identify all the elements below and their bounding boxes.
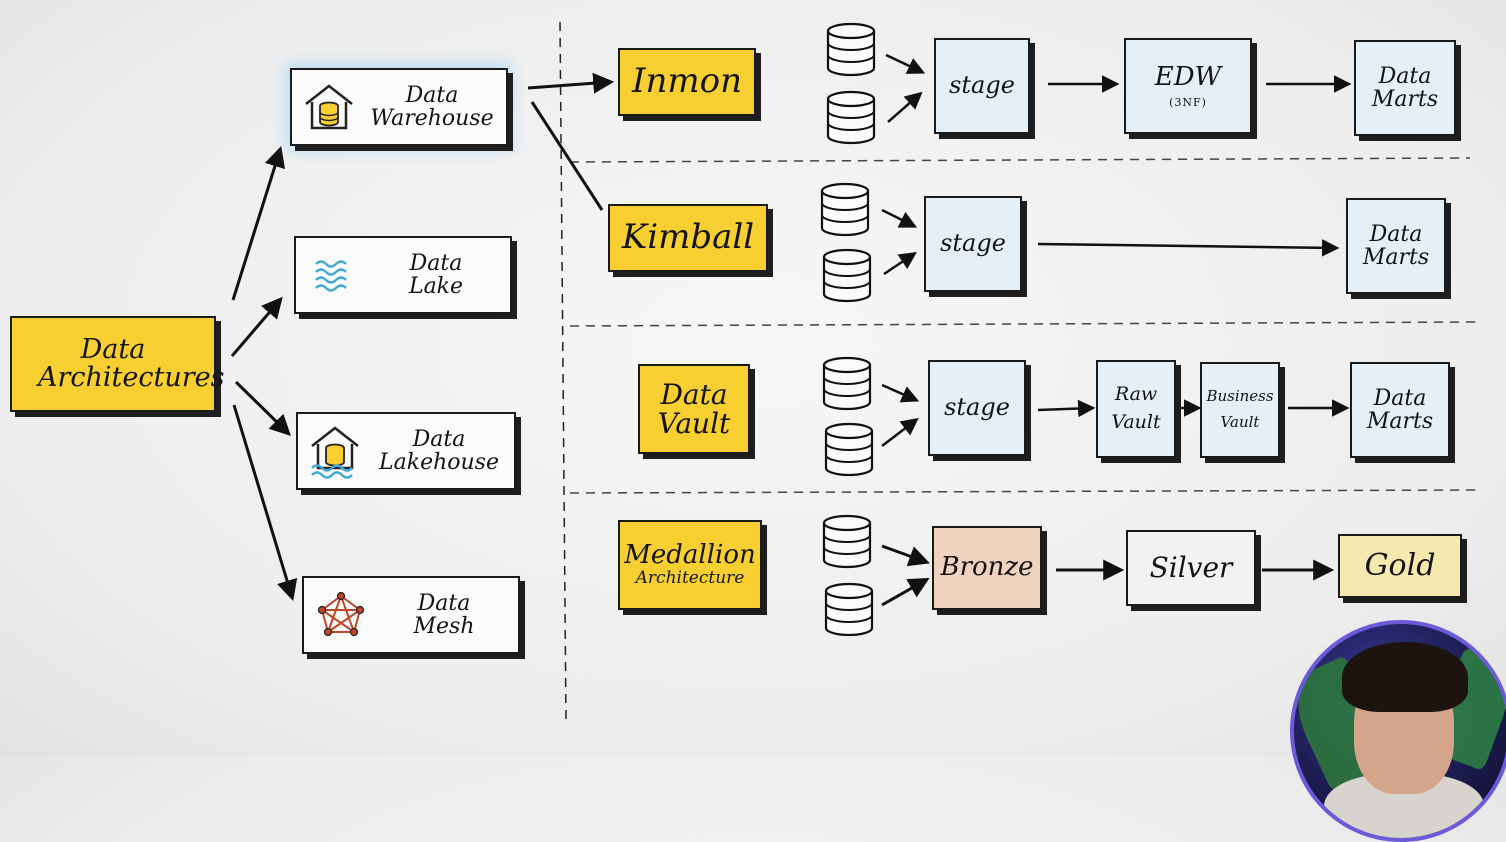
edw-box: EDW (3NF): [1124, 38, 1252, 134]
data-architectures-label: Data Architectures: [38, 333, 225, 393]
business-vault-box: Business Vault: [1200, 362, 1280, 458]
medallion-label-line2: Architecture: [635, 567, 745, 588]
inmon-label: Inmon: [632, 61, 742, 102]
database-icon: [822, 422, 876, 478]
presenter-webcam: [1290, 620, 1506, 842]
database-icon: [818, 182, 872, 238]
lakehouse-icon: [311, 426, 359, 479]
vault-data-marts-box: Data Marts: [1350, 362, 1450, 458]
raw-vault-line2: Vault: [1111, 411, 1161, 433]
row-divider-2: [569, 321, 1476, 327]
vault-marts-line1: Data: [1373, 385, 1427, 411]
arrow-warehouse-inmon: [527, 72, 615, 94]
business-vault-line2: Vault: [1220, 413, 1260, 431]
raw-vault-line1: Raw: [1114, 383, 1158, 406]
data-vault-label-line2: Vault: [657, 407, 731, 440]
vault-stage-box: stage: [928, 360, 1026, 456]
bronze-box: Bronze: [932, 526, 1042, 610]
data-lakehouse-label-line1: Data: [412, 426, 466, 452]
inmon-stage-label: stage: [949, 71, 1015, 100]
arrow-root-lakehouse: [234, 380, 291, 436]
row-divider-3: [569, 489, 1476, 494]
data-warehouse-label-line2: Warehouse: [370, 106, 494, 131]
silver-label: Silver: [1149, 551, 1233, 585]
data-warehouse-box: Data Warehouse: [290, 68, 508, 146]
mesh-network-icon: [317, 591, 365, 637]
data-lake-label-line1: Data: [409, 250, 463, 276]
data-vault-label-line1: Data: [660, 377, 728, 411]
database-icon: [824, 90, 878, 146]
gold-label: Gold: [1364, 548, 1436, 584]
inmon-box: Inmon: [618, 48, 756, 116]
kimball-marts-line1: Data: [1369, 221, 1423, 247]
database-icon: [820, 514, 874, 570]
data-mesh-box: Data Mesh: [302, 576, 520, 654]
arrow-root-lake: [230, 296, 283, 357]
data-lake-label-line2: Lake: [408, 274, 464, 299]
kimball-box: Kimball: [608, 204, 768, 272]
vertical-divider: [559, 21, 567, 721]
vault-stage-label: stage: [944, 393, 1010, 422]
kimball-stage-label: stage: [940, 229, 1006, 258]
row-divider-1: [569, 157, 1471, 163]
data-vault-box: Data Vault: [638, 364, 750, 454]
data-lake-box: Data Lake: [294, 236, 512, 314]
line-warehouse-kimball: [530, 101, 604, 211]
data-lakehouse-box: Data Lakehouse: [296, 412, 516, 490]
data-lakehouse-label-line2: Lakehouse: [379, 450, 499, 475]
arrow-root-mesh: [232, 404, 298, 602]
raw-vault-box: Raw Vault: [1096, 360, 1176, 458]
inmon-data-marts-box: Data Marts: [1354, 40, 1456, 136]
database-icon: [820, 356, 874, 412]
database-icon: [820, 248, 874, 304]
kimball-data-marts-box: Data Marts: [1346, 198, 1446, 294]
data-mesh-label-line2: Mesh: [413, 614, 475, 639]
edw-label: EDW: [1154, 61, 1222, 92]
kimball-label: Kimball: [621, 217, 755, 258]
inmon-marts-line2: Marts: [1371, 87, 1439, 112]
connectors: [230, 21, 1476, 721]
data-warehouse-label-line1: Data: [405, 82, 459, 108]
vault-marts-line2: Marts: [1366, 409, 1434, 434]
medallion-label-line1: Medallion: [624, 540, 756, 571]
arrow-root-warehouse: [231, 145, 285, 301]
inmon-marts-line1: Data: [1378, 63, 1432, 89]
gold-box: Gold: [1338, 534, 1462, 598]
database-icon: [824, 22, 878, 78]
kimball-stage-box: stage: [924, 196, 1022, 292]
business-vault-line1: Business: [1206, 387, 1274, 406]
data-mesh-label-line1: Data: [417, 590, 471, 616]
medallion-architecture-box: Medallion Architecture: [618, 520, 762, 610]
database-icon: [822, 582, 876, 638]
kimball-marts-line2: Marts: [1362, 245, 1430, 270]
silver-box: Silver: [1126, 530, 1256, 606]
bronze-label: Bronze: [940, 552, 1034, 583]
warehouse-icon: [305, 84, 353, 130]
inmon-stage-box: stage: [934, 38, 1030, 134]
data-architectures-box: Data Architectures: [10, 316, 225, 412]
water-waves-icon: [315, 260, 347, 292]
edw-sub-label: (3NF): [1169, 95, 1207, 109]
